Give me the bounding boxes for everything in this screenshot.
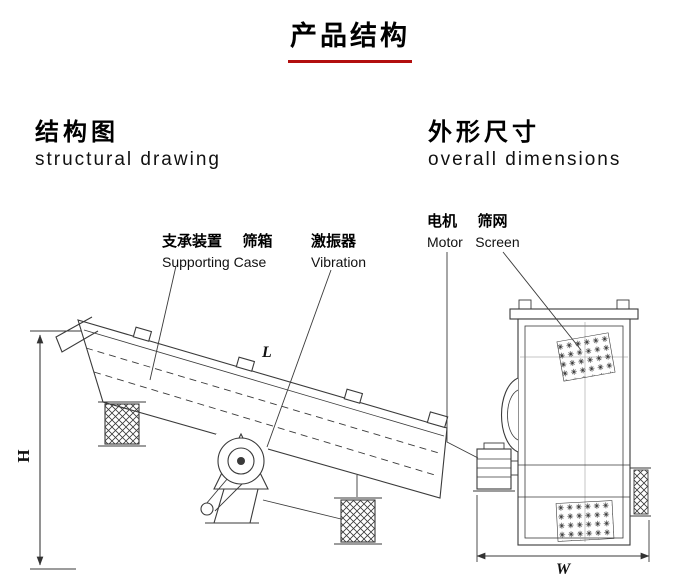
page-title-text: 产品结构 (288, 14, 412, 63)
structural-drawing: L (55, 316, 449, 545)
dim-w-label: W (556, 561, 572, 577)
vibrator-label-cn: 激振器 (311, 233, 357, 250)
lifting-lug (616, 299, 630, 310)
overall-heading-en: overall dimensions (428, 149, 622, 171)
support-arm (262, 499, 342, 520)
leader-screen (502, 251, 582, 351)
drive-housing (501, 377, 519, 453)
pulley (200, 502, 214, 516)
side-spring-right (630, 467, 651, 517)
motor (473, 442, 518, 492)
drive-housing-inner (507, 389, 519, 441)
belt-line (205, 477, 229, 505)
vibration-exciter (200, 432, 342, 524)
vibration-callout: 激振器 Vibration (311, 232, 366, 274)
motor-label-en: Motor (427, 233, 463, 250)
leader-supporting-case (149, 265, 177, 381)
overall-dimensions-drawing (473, 299, 651, 546)
deck-clamp (426, 411, 449, 429)
support-label-en: Supporting Case (162, 253, 267, 270)
motor-cap (483, 442, 505, 450)
deck-clamp (132, 326, 153, 342)
supporting-case-callout: 支承装置 筛箱 Supporting Case (162, 232, 272, 274)
support-label-cn: 支承装置 (162, 233, 223, 250)
line-art: H (14, 251, 651, 577)
motor-body (476, 448, 512, 490)
screen-mesh-lower (555, 500, 615, 542)
deck-clamp (343, 388, 364, 404)
screen-label-cn: 筛网 (477, 213, 508, 230)
support-spring-left (98, 401, 146, 447)
exciter-inner-circle (227, 447, 255, 475)
leader-motor (446, 252, 479, 459)
dim-l-label: L (261, 344, 272, 361)
lifting-lug (518, 299, 532, 310)
dim-h-label: H (14, 449, 33, 462)
page-title: 产品结构 (0, 14, 700, 63)
deck-rim-line (83, 329, 445, 437)
structural-heading-en: structural drawing (35, 149, 221, 171)
case-label-cn: 筛箱 (242, 233, 273, 250)
exciter-hub (237, 457, 245, 465)
motor-label-cn: 电机 (427, 213, 458, 230)
screen-label-en: Screen (475, 233, 520, 250)
vibrator-label-en: Vibration (311, 253, 367, 270)
dimension-h: H (14, 330, 84, 570)
overall-section-heading: 外形尺寸 overall dimensions (428, 119, 622, 171)
motor-screen-callout: 电机 筛网 Motor Screen (427, 212, 520, 254)
screen-deck (77, 319, 448, 499)
deck-mesh-line-1 (85, 347, 443, 455)
leader-vibration (266, 269, 332, 448)
belt-line (214, 482, 244, 512)
top-flange (509, 308, 639, 320)
support-spring-bottom (334, 475, 382, 545)
deck-clamp (235, 356, 256, 372)
structural-heading-cn: 结构图 (35, 119, 119, 146)
structural-section-heading: 结构图 structural drawing (35, 119, 221, 171)
dimension-w: W (476, 495, 650, 577)
screen-mesh-upper (556, 332, 616, 382)
overall-heading-cn: 外形尺寸 (428, 119, 540, 146)
leader-lines (149, 251, 582, 459)
feed-lip (55, 316, 99, 353)
